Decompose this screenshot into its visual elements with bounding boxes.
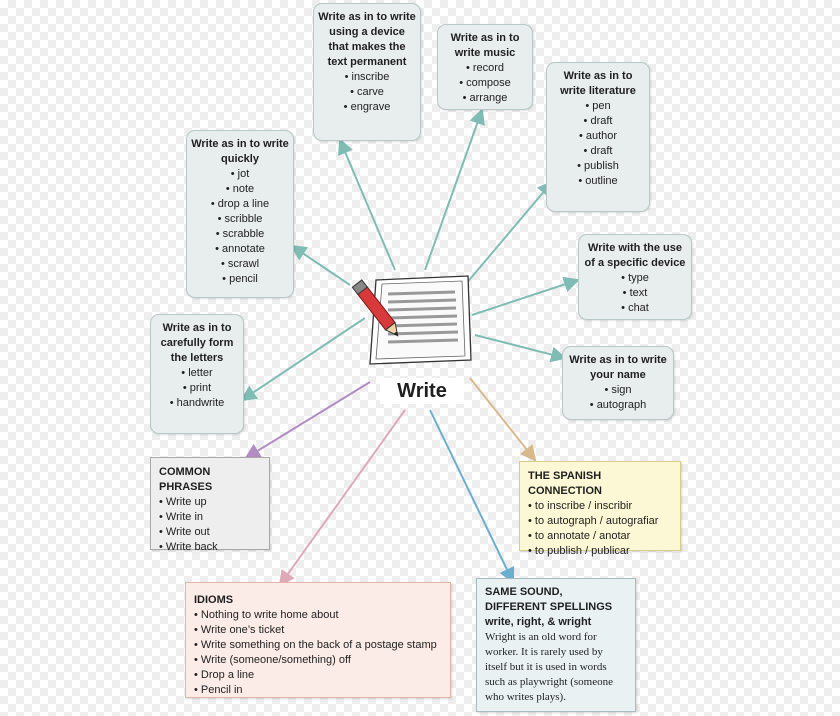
list-item: compose — [442, 76, 528, 91]
idioms-list: Nothing to write home about Write one’s … — [194, 608, 442, 698]
list-item: scrawl — [191, 257, 289, 272]
arrow-to-literature — [464, 180, 554, 286]
list-item: to annotate / anotar — [528, 529, 672, 544]
common-phrases-box: COMMON PHRASES Write up Write in Write o… — [150, 457, 270, 553]
list-item: arrange — [442, 91, 528, 106]
spanish-connection-box: THE SPANISH CONNECTION to inscribe / ins… — [519, 461, 681, 557]
list-item: Write in — [159, 510, 261, 525]
device-box: Write as in to write using a device that… — [313, 3, 421, 141]
spanish-connection-list: to inscribe / inscribir to autograph / a… — [528, 499, 672, 559]
name-box: Write as in to write your name sign auto… — [562, 346, 674, 420]
list-item: Pencil in — [194, 683, 442, 698]
arrow-to-spanish — [469, 377, 537, 462]
quickly-title: Write as in to write quickly — [191, 138, 289, 165]
same-sound-box: SAME SOUND, DIFFERENT SPELLINGS write, r… — [476, 578, 636, 712]
list-item: type — [583, 271, 687, 286]
specific-device-title: Write with the use of a specific device — [584, 242, 686, 269]
list-item: to autograph / autografiar — [528, 514, 672, 529]
list-item: pen — [551, 99, 645, 114]
list-item: annotate — [191, 242, 289, 257]
list-item: autograph — [567, 398, 669, 413]
list-item: draft — [551, 144, 645, 159]
specific-device-list: type text chat — [583, 271, 687, 316]
arrow-to-quickly — [290, 244, 351, 286]
arrow-to-idioms — [278, 409, 406, 587]
common-phrases-list: Write up Write in Write out Write back — [159, 495, 261, 555]
same-sound-title: SAME SOUND, DIFFERENT SPELLINGS — [485, 586, 613, 613]
list-item: engrave — [318, 100, 416, 115]
arrow-to-same-sound — [429, 409, 515, 584]
list-item: Write back — [159, 540, 261, 555]
name-list: sign autograph — [567, 383, 669, 413]
list-item: scrabble — [191, 227, 289, 242]
device-title: Write as in to write using a device that… — [318, 11, 416, 68]
list-item: letter — [155, 366, 239, 381]
literature-box: Write as in to write literature pen draf… — [546, 62, 650, 212]
common-phrases-title: COMMON PHRASES — [159, 466, 213, 493]
spanish-connection-title: THE SPANISH CONNECTION — [528, 470, 602, 497]
list-item: note — [191, 182, 289, 197]
list-item: author — [551, 129, 645, 144]
arrow-to-device — [338, 138, 396, 271]
list-item: scribble — [191, 212, 289, 227]
list-item: outline — [551, 174, 645, 189]
list-item: chat — [583, 301, 687, 316]
music-title: Write as in to write music — [450, 32, 520, 59]
list-item: inscribe — [318, 70, 416, 85]
device-list: inscribe carve engrave — [318, 70, 416, 115]
same-sound-body: Wright is an old word for worker. It is … — [485, 631, 613, 703]
idioms-title: IDIOMS — [194, 594, 234, 606]
music-list: record compose arrange — [442, 61, 528, 106]
list-item: to publish / publicar — [528, 544, 672, 559]
list-item: Write out — [159, 525, 261, 540]
name-title: Write as in to write your name — [569, 354, 667, 381]
arrow-to-name — [474, 334, 567, 363]
list-item: Write one’s ticket — [194, 623, 442, 638]
list-item: Write up — [159, 495, 261, 510]
list-item: publish — [551, 159, 645, 174]
list-item: jot — [191, 167, 289, 182]
arrow-to-music — [424, 108, 485, 271]
carefully-title: Write as in to carefully form the letter… — [160, 322, 234, 364]
list-item: Drop a line — [194, 668, 442, 683]
quickly-box: Write as in to write quickly jot note dr… — [186, 130, 294, 298]
carefully-list: letter print handwrite — [155, 366, 239, 411]
list-item: drop a line — [191, 197, 289, 212]
same-sound-subtitle: write, right, & wright — [485, 616, 592, 628]
list-item: Write something on the back of a postage… — [194, 638, 442, 653]
list-item: pencil — [191, 272, 289, 287]
list-item: record — [442, 61, 528, 76]
list-item: Nothing to write home about — [194, 608, 442, 623]
list-item: handwrite — [155, 396, 239, 411]
idioms-box: IDIOMS Nothing to write home about Write… — [185, 582, 451, 698]
document-pencil-icon — [351, 275, 472, 365]
center-title: Write — [380, 378, 464, 404]
quickly-list: jot note drop a line scribble scrabble a… — [191, 167, 289, 287]
carefully-box: Write as in to carefully form the letter… — [150, 314, 244, 434]
music-box: Write as in to write music record compos… — [437, 24, 533, 110]
list-item: sign — [567, 383, 669, 398]
literature-list: pen draft author draft publish outline — [551, 99, 645, 189]
list-item: text — [583, 286, 687, 301]
specific-device-box: Write with the use of a specific device … — [578, 234, 692, 320]
arrow-to-phrases — [244, 381, 371, 460]
arrow-to-specific-device — [471, 276, 580, 316]
list-item: Write (someone/something) off — [194, 653, 442, 668]
list-item: to inscribe / inscribir — [528, 499, 672, 514]
list-item: draft — [551, 114, 645, 129]
arrow-to-carefully — [240, 317, 366, 402]
list-item: carve — [318, 85, 416, 100]
literature-title: Write as in to write literature — [560, 70, 636, 97]
list-item: print — [155, 381, 239, 396]
